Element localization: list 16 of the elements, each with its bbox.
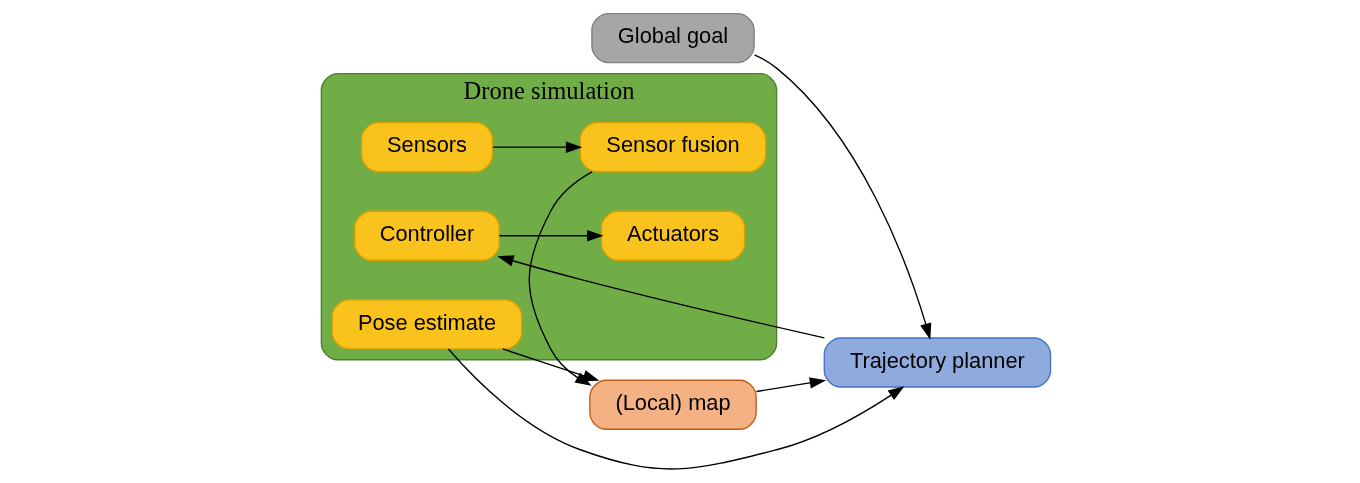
node-box: Trajectory planner: [823, 337, 1051, 388]
arrow: [496, 255, 825, 339]
arrow: [447, 348, 904, 470]
node-box: (Local) map: [588, 379, 757, 430]
node-box: Pose estimate: [331, 299, 522, 350]
arrow: [528, 171, 593, 386]
node-box: Sensors: [360, 121, 493, 173]
arrow: [501, 348, 599, 382]
node-box: Global goal: [590, 12, 755, 64]
arrow: [753, 54, 931, 340]
node-box: Sensor fusion: [579, 121, 766, 173]
node-box: Actuators: [600, 210, 745, 261]
arrow: [498, 230, 603, 242]
arrow: [755, 377, 826, 393]
node-box: Controller: [353, 210, 500, 261]
arrow: [491, 141, 582, 153]
